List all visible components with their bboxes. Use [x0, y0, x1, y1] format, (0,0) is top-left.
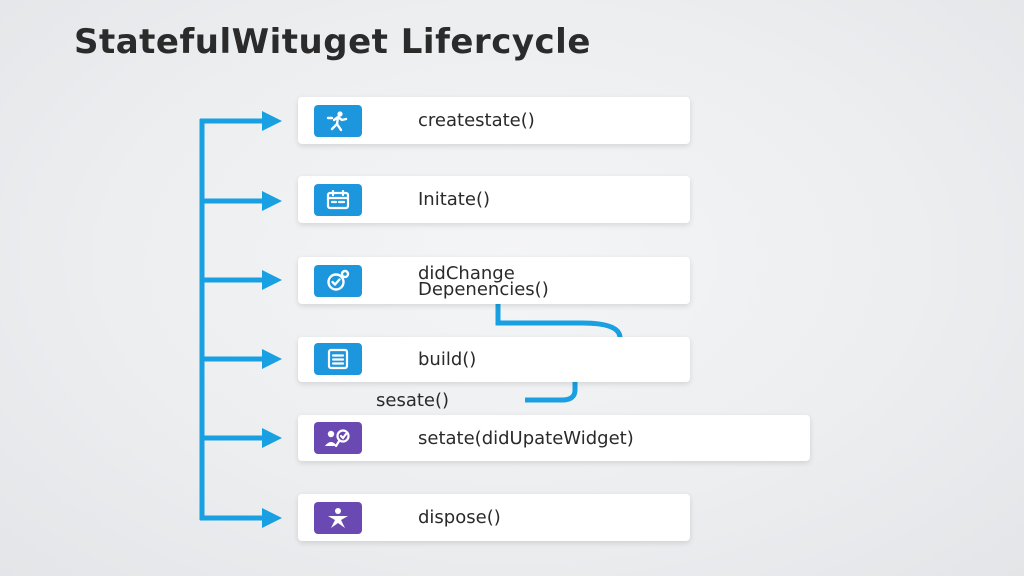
step-label: createstate() — [418, 110, 535, 131]
person-star-icon — [314, 502, 362, 534]
arrowhead-6 — [262, 508, 282, 528]
step-label: dispose() — [418, 507, 501, 528]
arrowhead-5 — [262, 428, 282, 448]
step-card-setstate: setate(didUpateWidget) — [298, 415, 810, 461]
step-card-didchangedependencies: didChange Depenencies() — [298, 257, 690, 304]
arrowhead-1 — [262, 111, 282, 131]
step-card-createstate: createstate() — [298, 97, 690, 144]
step-card-initate: Initate() — [298, 176, 690, 223]
document-icon — [314, 343, 362, 375]
loop-connector-upper — [495, 304, 623, 339]
calendar-icon — [314, 184, 362, 216]
step-card-dispose: dispose() — [298, 494, 690, 541]
loop-connector-lower — [525, 382, 578, 403]
link-check-icon — [314, 265, 362, 297]
arrowhead-3 — [262, 270, 282, 290]
arrowhead-2 — [262, 191, 282, 211]
step-label-line2: Depenencies() — [418, 279, 549, 300]
step-label-line1: didChange — [418, 263, 515, 284]
step-card-build: build() — [298, 337, 690, 382]
step-label: Initate() — [418, 189, 490, 210]
users-search-icon — [314, 422, 362, 454]
person-run-icon — [314, 105, 362, 137]
diagram-title: StatefulWituget Lifercycle — [74, 22, 591, 62]
arrowhead-4 — [262, 349, 282, 369]
step-label: build() — [418, 349, 477, 370]
sesate-label: sesate() — [376, 390, 450, 411]
step-label: setate(didUpateWidget) — [418, 428, 634, 449]
